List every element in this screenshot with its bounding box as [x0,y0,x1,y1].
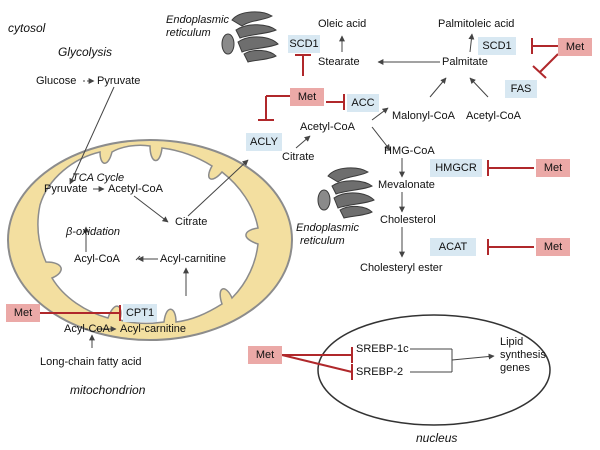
mitochondrion-shape [7,139,293,341]
enzyme-scd1-left: SCD1 [288,35,320,53]
oleic-acid-label: Oleic acid [318,18,367,30]
met-inhibits-acc-acly-scd1: Met [290,88,324,106]
tca-cycle-label: TCA Cycle [72,172,125,184]
er-icon-middle [317,167,375,219]
enzyme-scd1-right: SCD1 [478,37,516,55]
acyl-coa-mito-label: Acyl-CoA [74,253,120,265]
enzyme-acc: ACC [347,94,379,112]
malonyl-coa-label: Malonyl-CoA [392,110,455,122]
met-inhibits-srebp: Met [248,346,282,364]
beta-oxidation-label: β-oxidation [66,226,120,238]
er-middle-label-line2: reticulum [300,235,345,247]
glycolysis-label: Glycolysis [58,45,113,59]
acetyl-coa-cytosol-label: Acetyl-CoA [300,121,356,133]
pathway-arrows [69,33,489,348]
palmitate-label: Palmitate [442,56,488,68]
er-top-label-line1: Endoplasmic [166,14,229,26]
cholesteryl-ester-label: Cholesteryl ester [360,262,443,274]
pyruvate-mito-label: Pyruvate [44,183,88,195]
cytosol-label: cytosol [8,21,46,35]
met-inhibits-scd1-fas: Met [558,38,592,56]
cholesterol-label: Cholesterol [380,214,436,226]
enzyme-hmgcr: HMGCR [430,159,482,177]
acyl-coa-cytosol-label: Acyl-CoA [64,323,110,335]
er-top-label-line2: reticulum [166,27,211,39]
met-inhibits-acat: Met [536,238,570,256]
hmg-coa-label: HMG-CoA [384,145,435,157]
acyl-carnitine-cytosol-label: Acyl-carnitine [120,323,187,335]
inhibition-lines [40,38,559,380]
long-chain-fatty-acid-label: Long-chain fatty acid [40,356,142,368]
stearate-label: Stearate [318,56,360,68]
mevalonate-label: Mevalonate [378,179,435,191]
er-icon-top [221,11,279,63]
enzyme-fas: FAS [505,80,537,98]
enzyme-acat: ACAT [430,238,476,256]
pyruvate-cytosol-label: Pyruvate [97,75,141,87]
mitochondrion-matrix [37,144,259,325]
met-inhibits-cpt1: Met [6,304,40,322]
palmitoleic-acid-label: Palmitoleic acid [438,18,515,30]
acetyl-coa-mito-label: Acetyl-CoA [108,183,164,195]
acyl-carnitine-mito-label: Acyl-carnitine [160,253,227,265]
gene-expression-arrows [410,348,495,373]
er-middle-label-line1: Endoplasmic [296,222,359,234]
citrate-mito-label: Citrate [175,216,208,228]
enzyme-acly: ACLY [246,133,282,151]
glucose-label: Glucose [36,75,77,87]
enzyme-cpt1: CPT1 [123,304,157,322]
lipid-synthesis-genes-line1: Lipid [500,336,524,348]
met-inhibits-hmgcr: Met [536,159,570,177]
srebp-2-label: SREBP-2 [356,366,404,378]
srebp-1c-label: SREBP-1c [356,343,409,355]
mitochondrion-label: mitochondrion [70,383,146,397]
acetyl-coa-right-label: Acetyl-CoA [466,110,522,122]
lipid-synthesis-genes-line3: genes [500,362,530,374]
lipid-synthesis-genes-line2: synthesis [500,349,546,361]
citrate-cytosol-label: Citrate [282,151,315,163]
nucleus-label: nucleus [416,431,458,445]
nucleus-shape [317,314,551,426]
